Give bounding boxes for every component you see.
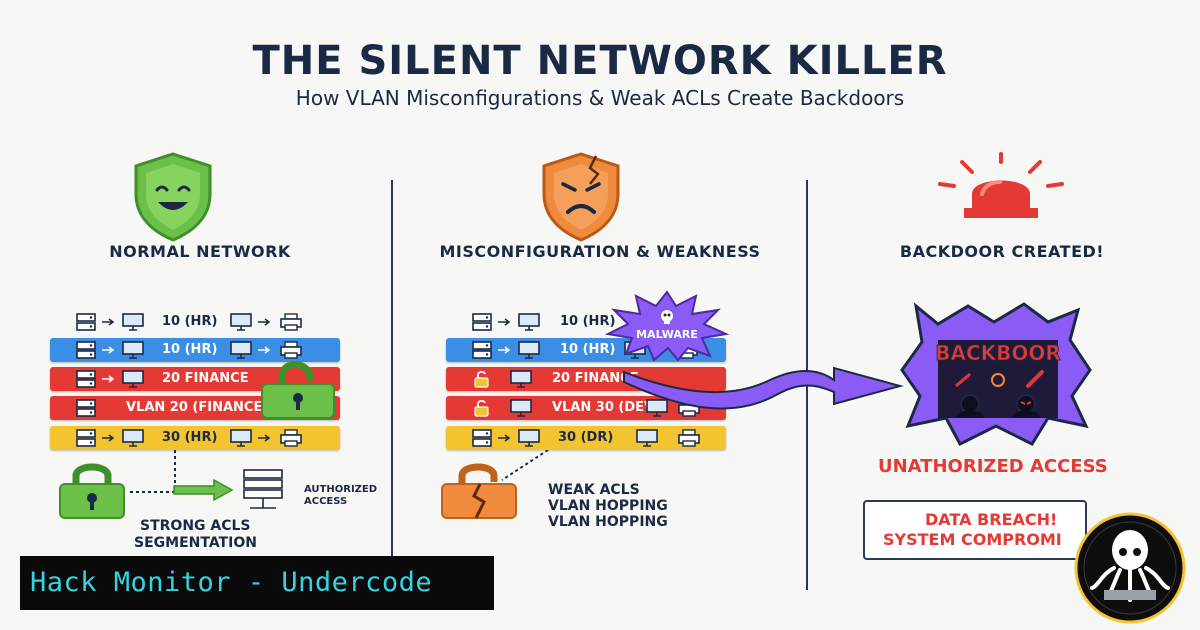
arrow-right-icon (498, 346, 511, 354)
vlan-row-label: 20 FINANCE (162, 371, 249, 386)
vlan-row-label: 10 (HR) (560, 342, 616, 357)
breach-line-1: DATA BREACH! (925, 510, 1058, 529)
data-breach-box: DATA BREACH! SYSTEM COMPROMI (863, 500, 1087, 560)
happy-shield-icon (134, 152, 212, 242)
vlan-row-hr: 10 (HR) (50, 338, 340, 362)
arrow-right-icon (498, 434, 511, 442)
server-stack-icon (243, 469, 283, 509)
server-icon (76, 313, 96, 331)
vlan-row-label: VLAN 30 (DEV (552, 400, 655, 415)
printer-icon (678, 429, 700, 447)
server-icon (76, 429, 96, 447)
column-divider-left (391, 180, 393, 560)
octopus-logo-icon (1074, 512, 1186, 624)
unauthorized-access-label: UNATHORIZED ACCESS (878, 456, 1108, 477)
server-icon (76, 370, 96, 388)
vlan-row-label: VLAN 20 (FINANCE (126, 400, 263, 415)
malware-label: MALWARE (636, 328, 698, 341)
caption-strong-acls: STRONG ACLS (140, 518, 251, 534)
vlan-row-dev: 30 (HR) (50, 426, 340, 450)
locked-padlock-icon (59, 463, 125, 519)
arrow-right-icon (258, 434, 271, 442)
printer-icon (280, 313, 302, 331)
monitor-icon (636, 429, 658, 447)
column-heading-backdoor: BACKDOOR CREATED! (899, 242, 1105, 261)
printer-icon (280, 341, 302, 359)
monitor-icon (518, 341, 540, 359)
vlan-row-dr: 30 (DR) (446, 426, 726, 450)
broken-lock-icon (474, 370, 489, 388)
malware-burst-icon: MALWARE (604, 290, 730, 362)
monitor-icon (230, 341, 252, 359)
backdoor-door-icon: BACKBOOR (900, 302, 1092, 446)
arrow-right-icon (102, 346, 115, 354)
brand-banner: Hack Monitor - Undercode (20, 556, 494, 610)
server-icon (76, 341, 96, 359)
angry-cracked-shield-icon (542, 152, 620, 242)
monitor-icon (122, 313, 144, 331)
broken-lock-icon (474, 399, 489, 417)
vlan-row-label: 10 (HR) (560, 314, 616, 329)
server-icon (76, 399, 96, 417)
monitor-icon (122, 429, 144, 447)
page-title: THE SILENT NETWORK KILLER (252, 38, 948, 84)
broken-padlock-icon (441, 463, 517, 519)
vlan-row-label: 10 (HR) (162, 342, 218, 357)
vlan-row: 10 (HR) (446, 310, 726, 334)
caption-weak-acls: WEAK ACLS (548, 482, 640, 498)
green-arrow-icon (173, 478, 234, 502)
vlan-row-finance: 20 FINANCE (446, 367, 726, 391)
vlan-row-label: 20 FINANCE (552, 371, 639, 386)
authorized-access-label: AUTHORIZED ACCESS (304, 484, 378, 507)
backdoor-label: BACKBOOR (935, 341, 1061, 365)
caption-vlan-hopping-2: VLAN HOPPING (548, 514, 668, 530)
vlan-row-label: 10 (HR) (162, 314, 218, 329)
arrow-right-icon (102, 375, 115, 383)
server-icon (472, 341, 492, 359)
backdoor-arrow-icon (623, 366, 904, 410)
vlan-row: 10 (HR) (50, 310, 340, 334)
vlan-row-label: 30 (HR) (162, 430, 218, 445)
monitor-icon (122, 370, 144, 388)
arrow-right-icon (102, 318, 115, 326)
monitor-icon (122, 341, 144, 359)
server-icon (472, 429, 492, 447)
server-icon (472, 313, 492, 331)
caption-vlan-hopping: VLAN HOPPING (548, 498, 668, 514)
monitor-icon (518, 429, 540, 447)
vlan-row-label: 30 (DR) (558, 430, 614, 445)
arrow-right-icon (258, 318, 271, 326)
printer-icon (280, 429, 302, 447)
arrow-right-icon (102, 434, 115, 442)
column-heading-normal: NORMAL NETWORK (109, 242, 291, 261)
dotted-connector (130, 450, 176, 493)
page-subtitle: How VLAN Misconfigurations & Weak ACLs C… (295, 86, 905, 110)
monitor-icon (646, 399, 668, 417)
vlan-row-finance: 20 FINANCE (50, 367, 340, 391)
monitor-icon (510, 370, 532, 388)
monitor-icon (518, 313, 540, 331)
breach-line-2: SYSTEM COMPROMI (883, 530, 1062, 549)
column-heading-misconfiguration: MISCONFIGURATION & WEAKNESS (439, 242, 761, 261)
monitor-icon (230, 429, 252, 447)
arrow-right-icon (498, 318, 511, 326)
siren-icon (938, 152, 1064, 218)
monitor-icon (230, 313, 252, 331)
arrow-right-icon (258, 346, 271, 354)
caption-segmentation: SEGMENTATION (134, 535, 257, 551)
dotted-connector (501, 450, 549, 481)
monitor-icon (510, 399, 532, 417)
open-padlock-icon (261, 360, 335, 419)
